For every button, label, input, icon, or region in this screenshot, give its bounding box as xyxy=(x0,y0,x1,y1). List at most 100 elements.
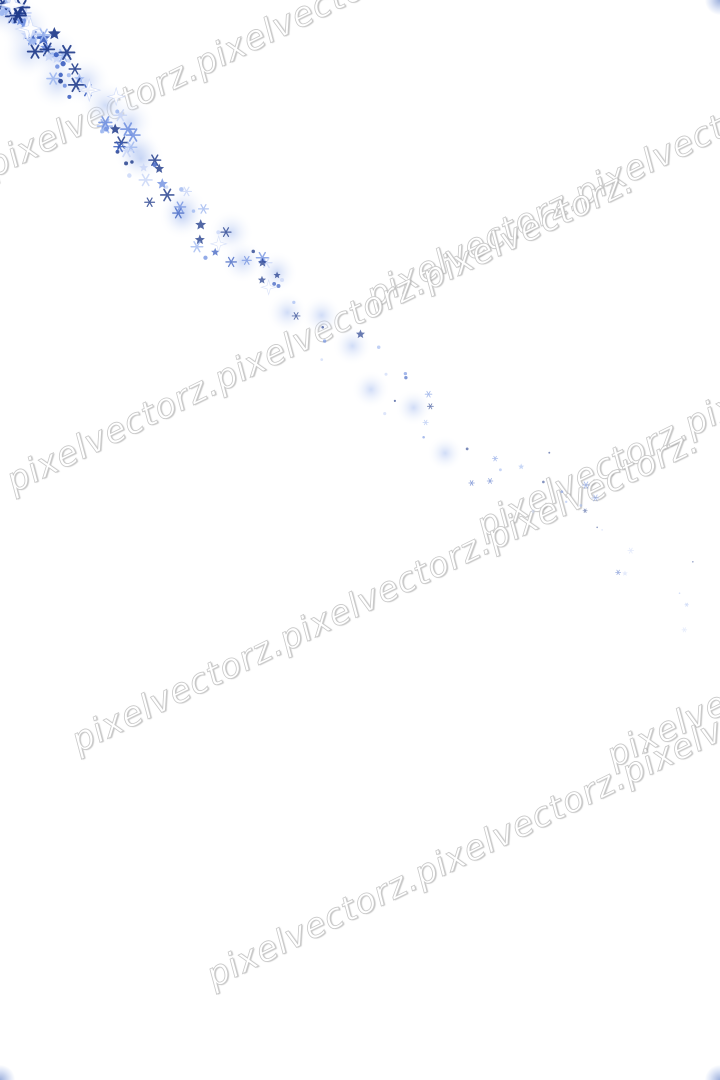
star-icon xyxy=(273,271,281,279)
snowflake-icon xyxy=(159,188,175,202)
star-icon xyxy=(257,275,267,284)
star-icon xyxy=(194,234,205,245)
snowflake-icon xyxy=(68,63,82,75)
dot-icon xyxy=(66,58,71,63)
dot-icon xyxy=(191,209,196,213)
snowflake-icon xyxy=(9,7,27,24)
snowflake-icon xyxy=(291,312,301,320)
dot-icon xyxy=(465,447,469,451)
snowflake-icon xyxy=(241,255,252,265)
snowflake-icon xyxy=(581,481,591,489)
dot-icon xyxy=(216,230,221,235)
snowflake-icon xyxy=(582,508,588,513)
four-point-sparkle-icon xyxy=(0,0,27,19)
snowflake-icon xyxy=(681,627,688,633)
sparkle-glow xyxy=(158,193,206,240)
dot-icon xyxy=(564,500,568,504)
star-icon xyxy=(622,570,628,576)
dot-icon xyxy=(272,282,277,286)
dot-icon xyxy=(279,277,285,283)
dot-icon xyxy=(320,358,324,362)
dot-icon xyxy=(203,255,208,260)
dot-icon xyxy=(115,109,120,114)
star-icon xyxy=(518,463,525,470)
dot-icon xyxy=(560,490,564,494)
snowflake-icon xyxy=(113,141,126,153)
dot-icon xyxy=(164,185,169,189)
dot-icon xyxy=(384,372,388,376)
snowflake-icon xyxy=(181,186,192,197)
sparkle-glow xyxy=(351,370,391,409)
snowflake-icon xyxy=(98,116,113,129)
dot-icon xyxy=(498,468,502,472)
snowflake-icon xyxy=(173,201,187,213)
dot-icon xyxy=(383,412,387,416)
four-point-sparkle-icon xyxy=(209,234,228,253)
dot-icon xyxy=(403,371,408,376)
star-icon xyxy=(355,329,365,339)
dot-icon xyxy=(66,73,71,78)
sparkle-glow xyxy=(427,435,464,472)
dot-icon xyxy=(179,187,184,192)
dot-icon xyxy=(542,480,545,484)
snowflake-icon xyxy=(172,207,185,219)
snowflake-icon xyxy=(190,241,204,253)
dot-icon xyxy=(58,78,63,84)
sparkle-mark-group xyxy=(0,0,694,633)
sparkle-glow xyxy=(266,291,309,334)
snowflake-icon xyxy=(627,547,635,554)
snowflake-icon xyxy=(684,602,689,607)
snowflake-icon xyxy=(120,122,136,137)
snowflake-icon xyxy=(591,494,600,502)
corner-glow xyxy=(705,1065,720,1080)
star-icon xyxy=(154,163,165,173)
dot-icon xyxy=(692,561,694,563)
dot-icon xyxy=(579,504,583,507)
dot-icon xyxy=(251,249,256,254)
dot-icon xyxy=(321,325,324,329)
dot-icon xyxy=(393,399,396,402)
four-point-sparkle-icon xyxy=(19,16,43,40)
snowflake-icon xyxy=(426,403,434,410)
dot-icon xyxy=(152,162,158,167)
star-icon xyxy=(47,26,61,40)
snowflake-icon xyxy=(36,28,52,42)
snowflake-icon xyxy=(58,44,76,60)
star-icon xyxy=(211,247,220,256)
star-icon xyxy=(51,53,62,64)
dot-icon xyxy=(55,64,60,69)
dot-icon xyxy=(124,161,129,166)
snowflake-icon xyxy=(492,455,499,462)
sparkle-glow xyxy=(301,294,343,336)
snowflake-icon xyxy=(67,77,85,93)
snowflake-icon xyxy=(144,197,156,208)
dot-icon xyxy=(62,83,67,88)
dot-icon xyxy=(376,345,381,349)
snowflake-icon xyxy=(26,44,44,59)
dot-icon xyxy=(422,435,425,439)
dot-icon xyxy=(404,375,408,380)
star-icon xyxy=(139,162,149,172)
snowflake-icon xyxy=(138,173,153,187)
dot-icon xyxy=(678,592,681,595)
dot-icon xyxy=(292,300,296,305)
sparkle-glow xyxy=(116,134,166,183)
dot-icon xyxy=(103,126,109,132)
sparkle-glow xyxy=(394,388,433,427)
snowflake-icon xyxy=(46,72,61,85)
snowflake-icon xyxy=(197,204,210,214)
dot-icon xyxy=(58,72,63,78)
star-icon xyxy=(0,5,11,16)
dot-icon xyxy=(118,112,123,118)
star-icon xyxy=(26,35,37,46)
snowflake-icon xyxy=(486,478,494,484)
sparkle-glow-group xyxy=(0,0,464,472)
sparkle-glow xyxy=(332,326,373,366)
dot-icon xyxy=(127,173,132,178)
star-icon xyxy=(156,178,168,189)
dot-icon xyxy=(67,94,72,99)
four-point-sparkle-icon xyxy=(77,77,102,103)
dot-icon xyxy=(60,61,66,67)
snowflake-icon xyxy=(468,480,475,486)
